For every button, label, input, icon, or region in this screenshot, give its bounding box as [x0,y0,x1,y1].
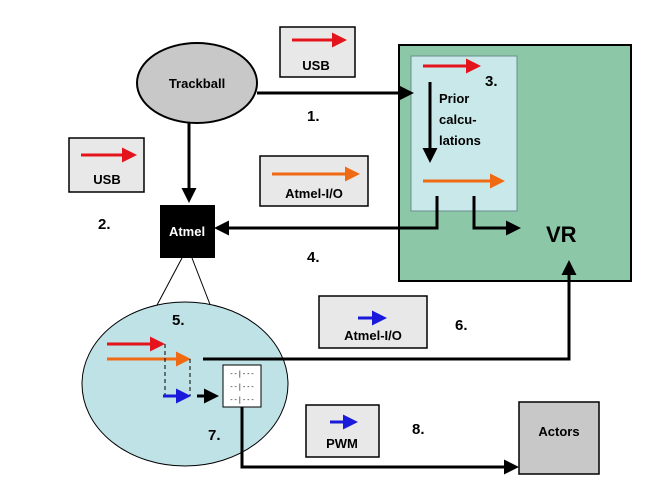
trackball-label: Trackball [169,76,225,91]
actors-label: Actors [538,424,579,439]
prior-calc-line-2: calcu- [439,112,477,127]
atmel-node [160,205,215,258]
number-5: 5. [172,312,185,329]
arrow-vr-to-atmel [214,196,439,236]
prior-calc-line-1: Prior [439,91,469,106]
vr-label: VR [546,222,577,247]
number-3: 3. [485,73,498,90]
trackball-node [136,42,258,124]
mux-row-2: --|--- [229,383,254,391]
arrow-inner-to-vr [472,196,521,236]
legend-usb-left [68,137,145,193]
mux-row-1: --|--- [229,370,254,378]
number-8: 8. [412,421,425,438]
number-4: 4. [307,249,320,266]
legend-usb-left-label: USB [93,172,120,187]
mux-box [222,364,262,408]
number-6: 6. [455,317,468,334]
legend-pwm-label: PWM [326,436,358,451]
atmel-label: Atmel [169,224,205,239]
legend-pwm [305,404,380,458]
actors-node [518,401,600,475]
prior-calc-line-3: lations [439,133,481,148]
legend-usb-top-label: USB [302,58,329,73]
zoom-line-right [191,257,212,308]
zoom-line-left [155,257,183,308]
legend-atmel-io-orange-label: Atmel-I/O [285,186,343,201]
legend-atmel-io-blue-label: Atmel-I/O [344,328,402,343]
number-7: 7. [208,427,221,444]
number-2: 2. [98,216,111,233]
mux-row-3: --|--- [229,396,254,404]
arrow-atmel-to-vr [203,260,577,361]
number-1: 1. [307,108,320,125]
arrow-mux-to-actors [240,407,519,475]
